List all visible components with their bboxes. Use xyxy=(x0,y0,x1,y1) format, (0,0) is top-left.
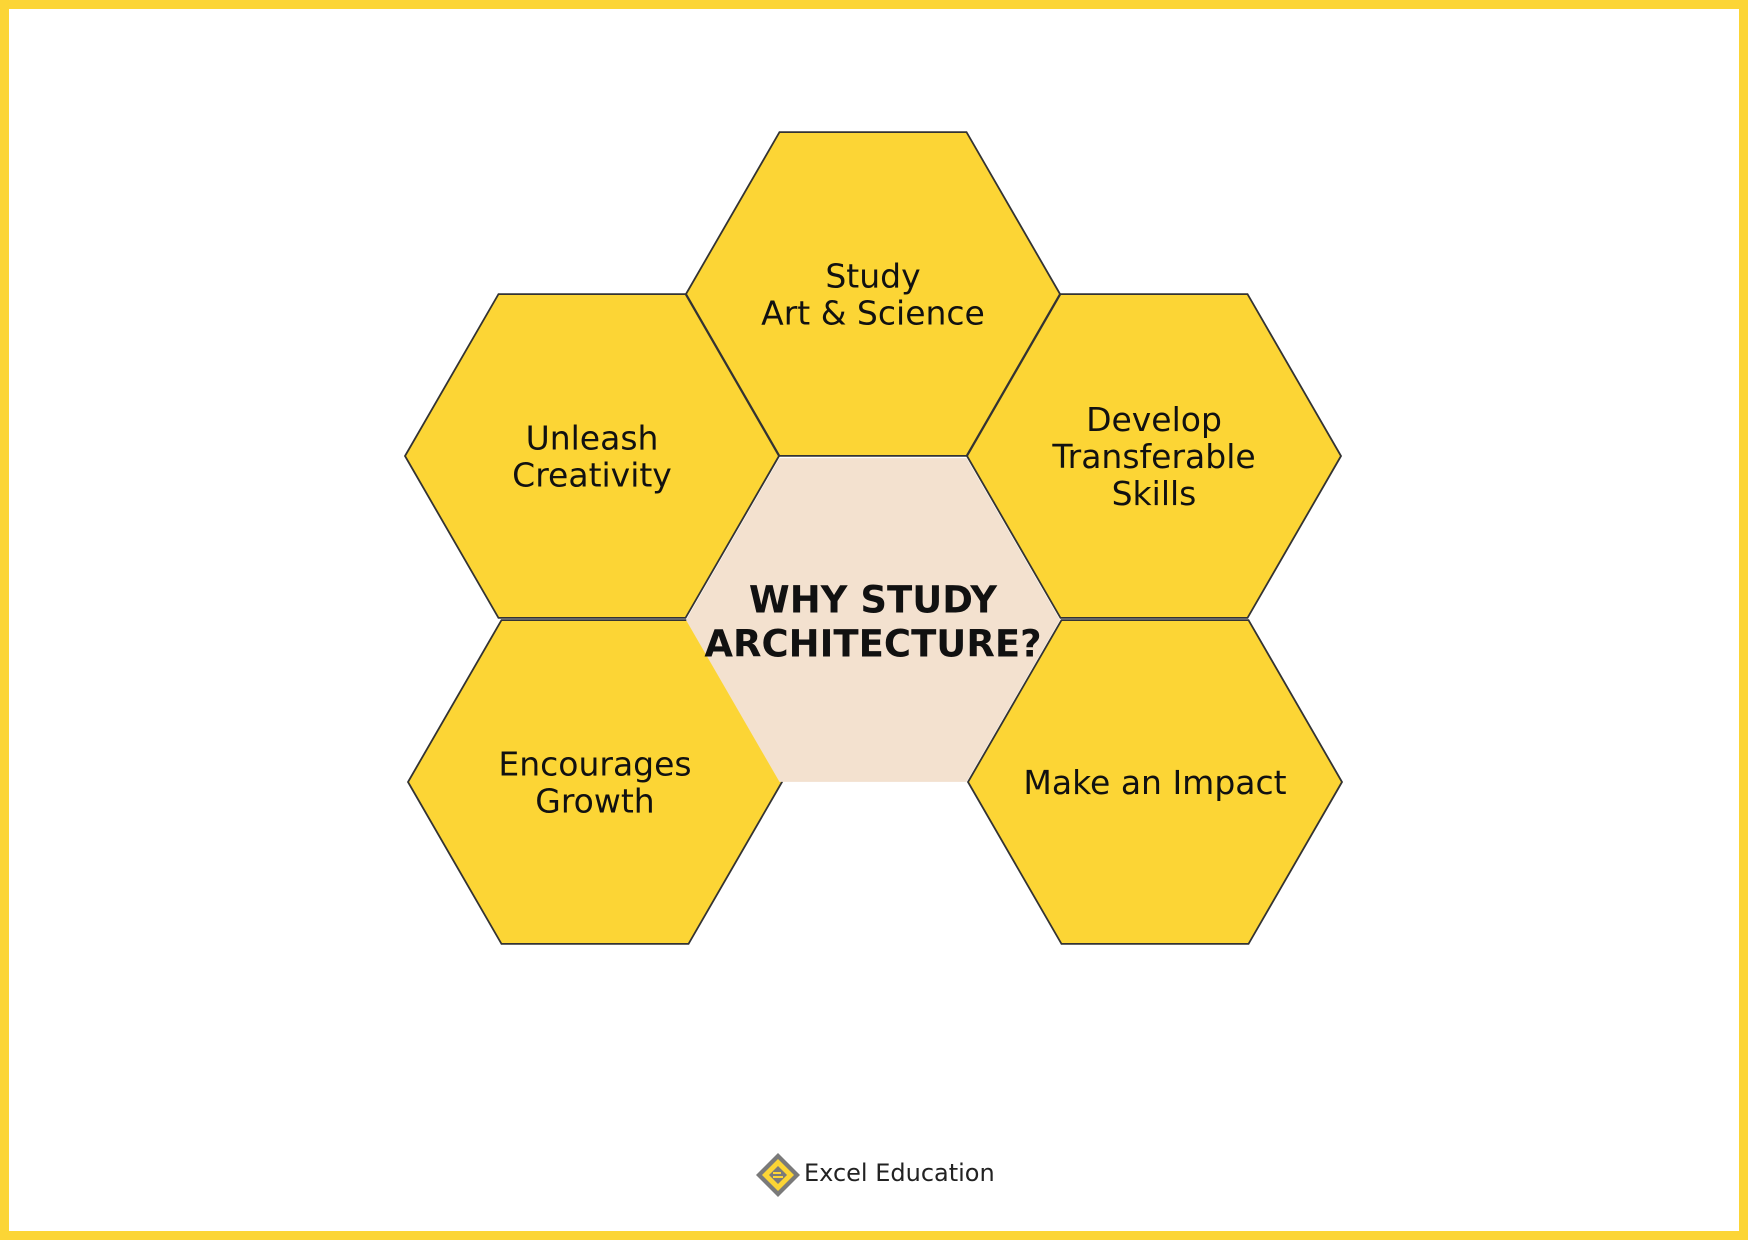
hexagon-label: Skills xyxy=(1112,474,1197,513)
hexagon-label: Make an Impact xyxy=(1023,763,1286,802)
hexagon-shape xyxy=(965,293,1343,619)
hexagon-label: Study xyxy=(825,257,920,296)
hexagon-label: Creativity xyxy=(512,456,672,495)
hexagon-label: Growth xyxy=(535,782,654,821)
hexagon-label: Art & Science xyxy=(761,294,985,333)
brand-name: Excel Education xyxy=(804,1159,995,1187)
hexagon-shape xyxy=(403,293,781,619)
hexagon-make-an-impact: Make an Impact xyxy=(966,619,1344,945)
excel-education-logo-icon xyxy=(756,1153,800,1197)
hexagon-label: Develop xyxy=(1086,400,1222,439)
hexagon-label: Transferable xyxy=(1051,437,1255,476)
hexagon-shape xyxy=(966,619,1344,945)
brand-footer: Excel Education xyxy=(756,1153,995,1197)
hexagon-label: Encourages xyxy=(498,745,691,784)
center-hexagon-shape xyxy=(686,458,1060,782)
center-title: WHY STUDY xyxy=(749,579,998,622)
center-title: ARCHITECTURE? xyxy=(704,623,1041,666)
hexagon-label: Unleash xyxy=(526,419,659,458)
